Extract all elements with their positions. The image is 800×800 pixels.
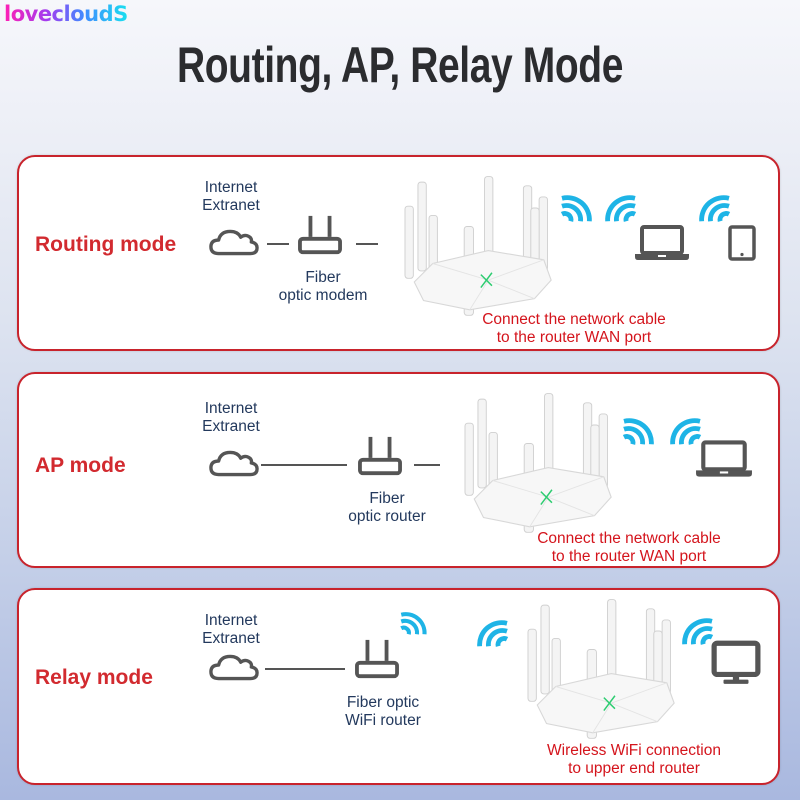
relay-mode-panel: Relay mode Internet Extranet Fiber optic… [17,588,780,785]
cloud-icon [209,652,259,682]
brand-logo: lovecloudS [4,2,128,26]
note-line: Wireless WiFi connection [547,742,721,759]
connection-line [414,464,440,466]
source-label-line: Internet [204,612,258,629]
device-label-line: Fiber optic [346,694,420,711]
cloud-icon [209,448,259,478]
router-icon [353,638,401,680]
wifi-icon [621,416,657,446]
mode-title: Relay mode [35,666,153,689]
ap-mode-panel: AP mode Internet Extranet Fiber optic ro… [17,372,780,568]
note-line: to the router WAN port [551,548,707,565]
wifi-icon [696,193,732,223]
device-label-line: Fiber [305,269,341,286]
connection-line [356,243,378,245]
device-label-line: optic router [348,508,426,525]
note-line: to upper end router [568,760,700,777]
wifi-icon [474,618,510,648]
note-line: to the router WAN port [496,329,652,346]
device-label: Fiber optic WiFi router [333,694,433,730]
tablet-icon [728,225,756,261]
device-label-line: WiFi router [345,712,421,729]
laptop-icon [634,225,690,261]
source-label: Internet Extranet [187,612,275,648]
wifi-icon [679,616,715,646]
source-label-line: Internet [204,179,258,196]
routing-mode-panel: Routing mode Internet Extranet Fiber opt… [17,155,780,351]
source-label-line: Extranet [202,197,260,214]
source-label: Internet Extranet [187,400,275,436]
connection-line [267,243,289,245]
laptop-icon [695,440,753,478]
note-text: Connect the network cable to the router … [504,530,754,566]
note-text: Connect the network cable to the router … [449,311,699,347]
device-label: Fiber optic modem [267,269,379,305]
wifi-icon [602,193,638,223]
modem-icon [296,214,344,256]
router-image [449,388,629,536]
cloud-icon [209,227,259,257]
device-label-line: optic modem [278,287,368,304]
note-line: Connect the network cable [537,530,721,547]
note-line: Connect the network cable [482,311,666,328]
connection-line [265,668,345,670]
source-label: Internet Extranet [187,179,275,215]
monitor-icon [711,640,761,686]
wifi-icon [559,193,595,223]
source-label-line: Extranet [202,418,260,435]
page-title: Routing, AP, Relay Mode [176,37,624,93]
device-label-line: Fiber [369,490,405,507]
source-label-line: Extranet [202,630,260,647]
router-image [512,594,692,742]
router-icon [356,435,404,477]
device-label: Fiber optic router [337,490,437,526]
mode-title: Routing mode [35,233,177,256]
note-text: Wireless WiFi connection to upper end ro… [509,742,759,778]
router-image [389,171,569,319]
source-label-line: Internet [204,400,258,417]
connection-line [261,464,347,466]
wifi-icon [399,608,429,638]
mode-title: AP mode [35,454,126,477]
